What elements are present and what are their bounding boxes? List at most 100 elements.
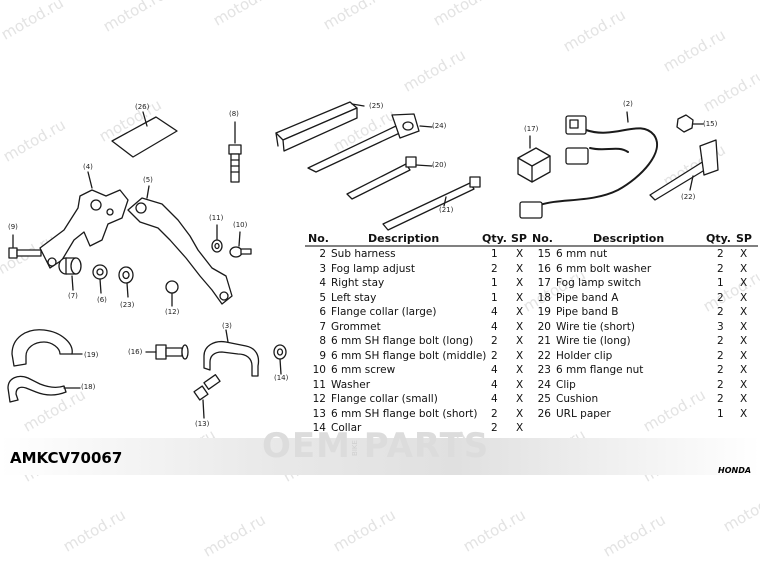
callout-label: (7) [68, 292, 78, 300]
callout-label: (16) [128, 348, 143, 356]
part-number: 3 [319, 262, 326, 275]
fog-lamp-switch-part [517, 135, 551, 183]
part-number: 22 [537, 349, 551, 362]
part-sp: X [516, 277, 524, 289]
part-sp: X [740, 248, 748, 260]
callout-label: (3) [222, 322, 232, 330]
part-sp: X [740, 364, 748, 376]
flange-collar-small-part [165, 280, 179, 307]
wire-tie-long-part [382, 176, 481, 231]
part-qty: 2 [717, 306, 724, 318]
part-qty: 2 [717, 393, 724, 405]
oem-parts-logo: OEM PARTS [262, 426, 490, 466]
header-sp: SP [511, 232, 527, 245]
callout-label: (9) [8, 223, 18, 231]
part-number: 8 [319, 335, 326, 347]
part-qty: 4 [491, 378, 498, 391]
part-number: 17 [537, 277, 551, 289]
part-sp: X [516, 320, 524, 333]
part-description: Grommet [331, 320, 381, 333]
callout-label: (23) [120, 301, 135, 309]
callout-label: (5) [143, 176, 153, 184]
fog-lamp-adjust-part [203, 329, 260, 377]
part-sp: X [516, 407, 524, 420]
part-sp: X [740, 291, 748, 304]
callout-label: (20) [432, 161, 447, 169]
part-number: 6 [319, 306, 326, 318]
part-sp: X [516, 393, 524, 405]
callout-label: (25) [369, 102, 384, 110]
pipe-band-a-part [7, 375, 81, 403]
part-qty: 2 [491, 422, 498, 434]
part-description: 6 mm SH flange bolt (long) [331, 335, 474, 347]
part-qty: 2 [717, 248, 724, 260]
part-description: Collar [331, 422, 362, 434]
part-description: 6 mm SH flange bolt (middle) [331, 349, 487, 362]
header-qty: Qty. [706, 232, 731, 245]
part-description: Pipe band A [556, 291, 619, 304]
part-sp: X [740, 306, 748, 318]
part-sp: X [516, 364, 524, 376]
part-description: 6 mm screw [331, 364, 396, 376]
part-number: 10 [312, 364, 326, 376]
callout-label: (2) [623, 100, 633, 108]
part-qty: 1 [717, 407, 724, 420]
part-number: 24 [537, 378, 551, 391]
callout-label: (10) [233, 221, 248, 229]
callout-label: (18) [81, 383, 96, 391]
part-sp: X [740, 277, 748, 289]
part-sp: X [740, 378, 748, 391]
callout-label: (21) [439, 206, 454, 214]
part-sp: X [516, 248, 524, 260]
part-number: 13 [312, 407, 326, 420]
wire-tie-short-part [346, 156, 433, 200]
part-qty: 3 [717, 320, 724, 333]
bolt-washer-part [145, 344, 189, 360]
part-description: 6 mm bolt washer [556, 262, 652, 275]
part-description: Right stay [331, 277, 385, 289]
part-number: 11 [312, 378, 326, 391]
part-description: Fog lamp switch [556, 277, 642, 289]
bolt-short-part [193, 374, 221, 419]
sub-harness-part [519, 111, 658, 219]
washer-part [211, 224, 223, 253]
bolt-middle-part [8, 234, 42, 259]
honda-brand-text: HONDA [718, 466, 752, 475]
header-no: No. [532, 232, 553, 245]
part-number: 7 [319, 320, 326, 333]
part-description: Wire tie (long) [556, 335, 631, 347]
part-description: 6 mm nut [556, 248, 608, 260]
part-qty: 1 [717, 277, 724, 289]
holder-clip-part [649, 139, 719, 201]
part-sp: X [516, 262, 524, 275]
callout-label: (14) [274, 374, 289, 382]
part-sp: X [516, 335, 524, 347]
callout-label: (12) [165, 308, 180, 316]
part-number: 15 [537, 248, 551, 260]
part-number: 19 [537, 306, 551, 318]
part-number: 12 [312, 393, 326, 405]
part-qty: 2 [717, 378, 724, 391]
part-description: Pipe band B [556, 306, 619, 318]
part-description: Left stay [331, 291, 377, 304]
part-description: 6 mm flange nut [556, 364, 644, 376]
callout-label: (13) [195, 420, 210, 428]
part-qty: 4 [491, 320, 498, 333]
header-description: Description [368, 232, 440, 245]
part-number: 26 [537, 407, 551, 420]
url-paper-part [111, 111, 178, 158]
code-band [0, 438, 760, 475]
part-qty: 4 [491, 364, 498, 376]
part-sp: X [740, 335, 748, 347]
cushion-part [275, 101, 365, 152]
part-number: 18 [537, 291, 551, 304]
left-stay-part [127, 185, 233, 305]
callout-label: (24) [432, 122, 447, 130]
part-description: 6 mm SH flange bolt (short) [331, 407, 478, 420]
diagram-code: AMKCV70067 [10, 449, 123, 467]
part-qty: 2 [717, 291, 724, 304]
nut-part [676, 114, 704, 133]
grommet-part [58, 257, 82, 291]
part-qty: 4 [491, 306, 498, 318]
